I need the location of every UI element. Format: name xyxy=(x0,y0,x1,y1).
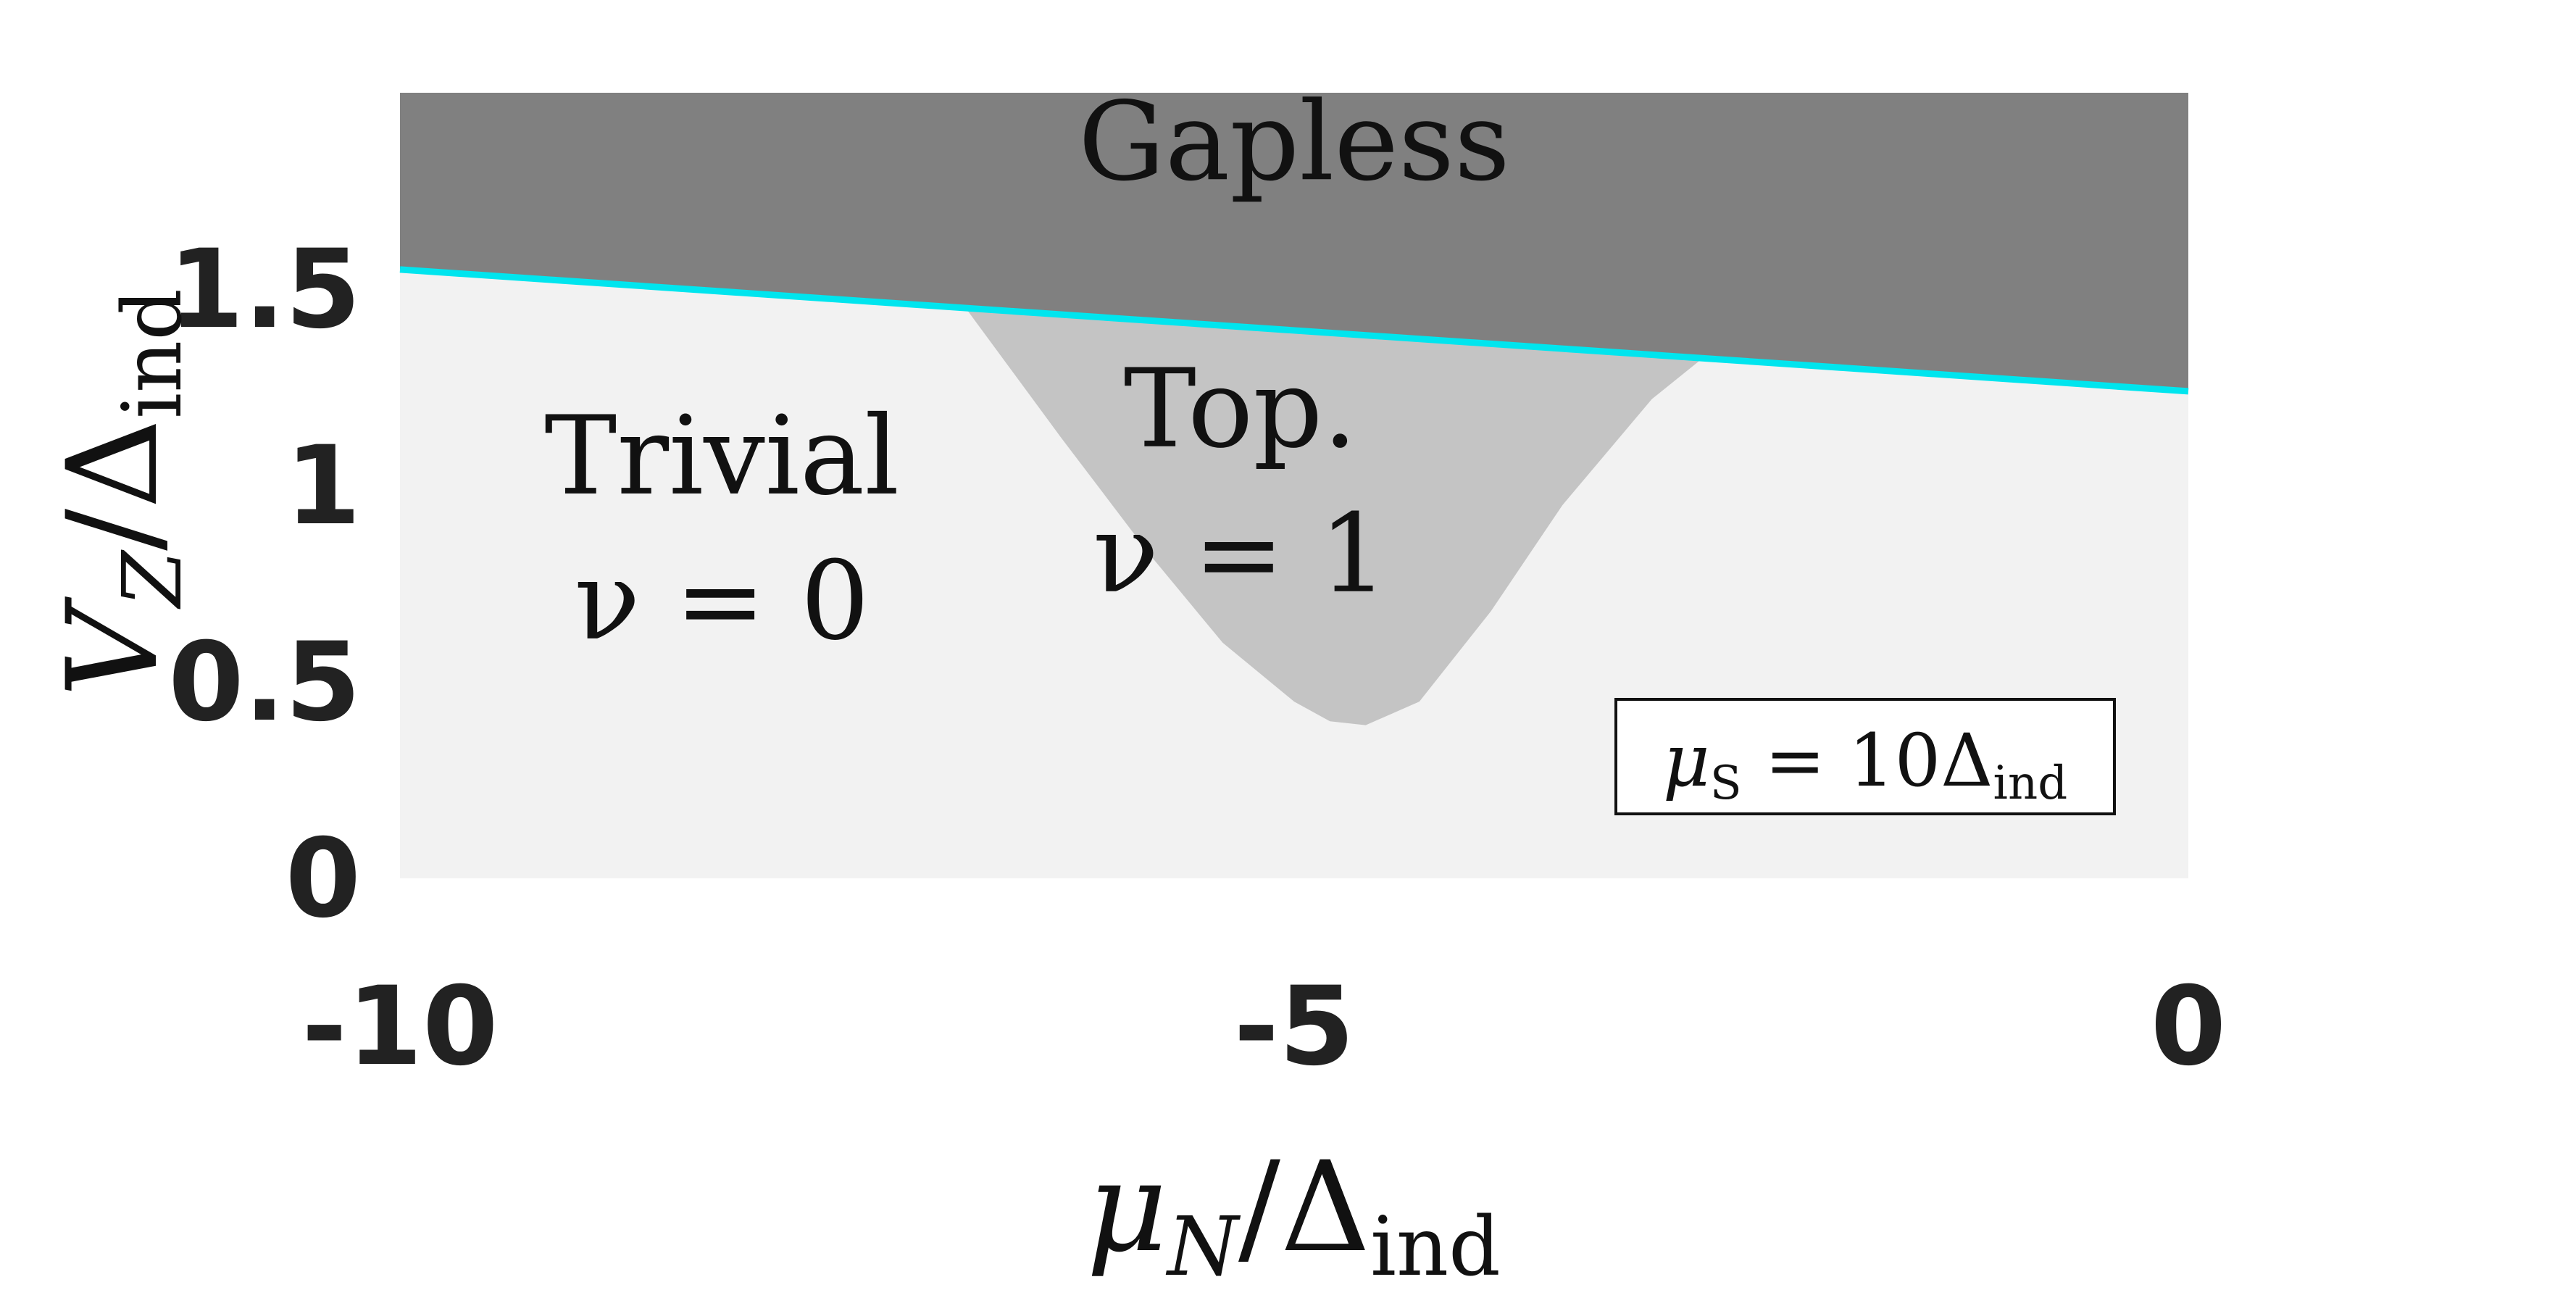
annotation-frame xyxy=(1614,698,2116,815)
y-label-delta-sub: ind xyxy=(106,288,200,419)
y-tick-label: 1.5 xyxy=(168,227,361,353)
x-label-delta-sub: ind xyxy=(1370,1200,1501,1290)
y-label-delta: Δ xyxy=(40,419,186,509)
x-axis-ticks: -10 -5 0 xyxy=(302,964,2227,1090)
region-labels: Gapless Trivial ν = 0 Top. ν = 1 xyxy=(544,79,1510,665)
gapless-region xyxy=(400,93,2188,391)
trivial-label: Trivial xyxy=(544,394,899,520)
x-axis-label: μN/Δind xyxy=(1086,1134,1501,1290)
gapless-label: Gapless xyxy=(1078,79,1510,205)
x-label-delta: Δ xyxy=(1280,1134,1370,1280)
y-tick-label: 0.5 xyxy=(168,620,361,746)
y-label-v: V xyxy=(40,596,186,697)
x-tick-label: 0 xyxy=(2151,964,2226,1090)
topological-winding-label: ν = 1 xyxy=(1093,491,1388,617)
y-tick-label: 1 xyxy=(285,423,361,549)
x-tick-label: -10 xyxy=(302,964,499,1090)
y-label-v-sub: Z xyxy=(106,549,200,609)
plot-area xyxy=(399,93,2189,878)
phase-boundary-line xyxy=(399,266,2189,395)
annotation-text: μS = 10Δind xyxy=(1663,718,2067,810)
trivial-winding-label: ν = 0 xyxy=(574,538,870,665)
x-tick-label: -5 xyxy=(1234,964,1355,1090)
annotation-rest: = 10Δ xyxy=(1742,718,1993,803)
x-label-mu: μ xyxy=(1086,1134,1167,1280)
annotation-mu: μ xyxy=(1663,718,1710,803)
parameter-annotation-box: μS = 10Δind xyxy=(1614,698,2116,815)
x-label-sep: / xyxy=(1238,1134,1280,1280)
annotation-mu-sub: S xyxy=(1710,757,1742,810)
topological-region xyxy=(963,304,1706,725)
y-axis-ticks: 0 0.5 1 1.5 xyxy=(168,227,361,942)
topological-label: Top. xyxy=(1124,346,1357,473)
x-label-mu-sub: N xyxy=(1165,1200,1241,1290)
y-label-sep: / xyxy=(40,509,186,551)
y-axis-label: VZ/Δind xyxy=(40,288,200,697)
y-tick-label: 0 xyxy=(285,816,361,942)
annotation-rest-sub: ind xyxy=(1993,757,2068,810)
